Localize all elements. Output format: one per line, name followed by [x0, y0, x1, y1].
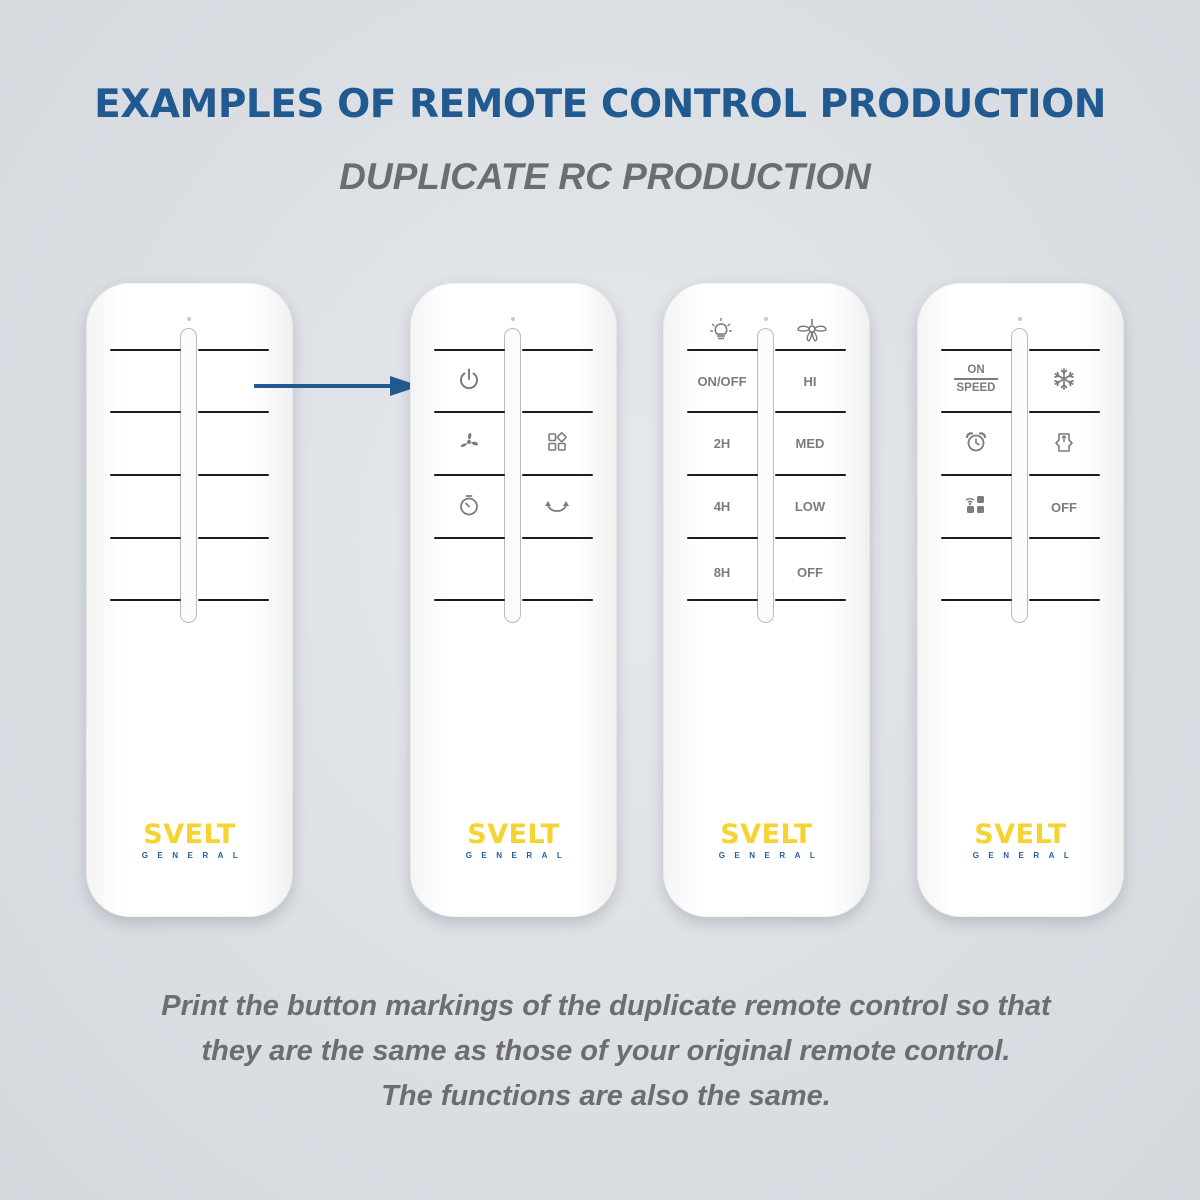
light-icon	[710, 318, 732, 340]
button-divider	[1011, 328, 1028, 623]
alarm-icon	[965, 432, 987, 452]
alarm-button[interactable]	[941, 412, 1011, 472]
page-title: EXAMPLES OF REMOTE CONTROL PRODUCTION	[94, 82, 1106, 127]
logo-tagline: GENERAL	[972, 851, 1079, 860]
mode-button[interactable]	[522, 412, 592, 472]
fan-hi-button[interactable]: HI	[803, 373, 817, 389]
remote-blank: SVELT GENERAL	[86, 283, 293, 917]
led-indicator	[187, 317, 191, 321]
fan-button[interactable]	[434, 412, 504, 472]
logo-name: SVELT	[720, 819, 813, 850]
fan-icon	[460, 433, 478, 448]
led-indicator	[764, 317, 768, 321]
oscillate-icon	[1055, 433, 1073, 452]
led-indicator	[511, 317, 515, 321]
fan-off-button[interactable]: OFF	[797, 564, 823, 580]
led-indicator	[1018, 317, 1022, 321]
footer-text: Print the button markings of the duplica…	[0, 984, 1200, 1119]
brand-logo: SVELT GENERAL	[86, 819, 293, 861]
remote-text: ON/OFF HI 2H MED 4H LOW 8H OFF SVELT GEN…	[663, 283, 870, 917]
blank-button[interactable]	[110, 351, 180, 411]
footer-line-3: The functions are also the same.	[381, 1080, 831, 1112]
logo-tagline: GENERAL	[141, 851, 248, 860]
footer-line-2: they are the same as those of your origi…	[201, 1035, 1011, 1067]
logo-name: SVELT	[974, 819, 1067, 850]
swing-button[interactable]	[522, 475, 592, 535]
swing-icon	[545, 501, 569, 512]
cool-button[interactable]	[1029, 349, 1099, 409]
grid-icon	[548, 432, 567, 451]
speed-label: SPEED	[956, 381, 996, 394]
button-divider	[504, 328, 521, 623]
brand-logo: SVELT GENERAL	[917, 819, 1124, 861]
wifi-grid-icon	[965, 496, 984, 513]
on-label: ON	[967, 364, 985, 377]
fan-blades-icon	[797, 319, 827, 342]
blank-button[interactable]	[522, 349, 592, 409]
remote-icon: SVELT GENERAL	[410, 283, 617, 917]
timer-2h-button[interactable]: 2H	[713, 435, 731, 451]
blank-button[interactable]	[198, 539, 268, 599]
logo-name: SVELT	[143, 819, 236, 850]
wifi-mode-button[interactable]	[941, 475, 1011, 535]
light-on-off-button[interactable]: ON/OFF	[697, 373, 747, 389]
button-divider	[757, 328, 774, 623]
oscillate-button[interactable]	[1029, 412, 1099, 472]
logo-name: SVELT	[467, 819, 560, 850]
brand-logo: SVELT GENERAL	[410, 819, 617, 861]
arrow-right-icon	[254, 376, 420, 396]
on-speed-button[interactable]: ON SPEED	[941, 349, 1011, 409]
blank-button[interactable]	[110, 476, 180, 536]
blank-button[interactable]	[941, 538, 1011, 598]
blank-button[interactable]	[1029, 538, 1099, 598]
blank-button[interactable]	[110, 539, 180, 599]
power-button[interactable]	[434, 349, 504, 409]
off-button[interactable]: OFF	[1051, 499, 1077, 515]
power-icon	[460, 368, 478, 390]
fan-low-button[interactable]: LOW	[794, 498, 826, 514]
logo-tagline: GENERAL	[718, 851, 825, 860]
remote-mixed: ON SPEED	[917, 283, 1124, 917]
timer-4h-button[interactable]: 4H	[713, 498, 731, 514]
brand-logo: SVELT GENERAL	[663, 819, 870, 861]
button-divider	[180, 328, 197, 623]
timer-8h-button[interactable]: 8H	[713, 564, 731, 580]
blank-button[interactable]	[198, 413, 268, 473]
logo-tagline: GENERAL	[465, 851, 572, 860]
timer-button[interactable]	[434, 475, 504, 535]
blank-button[interactable]	[110, 413, 180, 473]
fan-med-button[interactable]: MED	[795, 435, 825, 451]
footer-line-1: Print the button markings of the duplica…	[161, 990, 1051, 1022]
timer-icon	[460, 495, 478, 516]
blank-button[interactable]	[198, 476, 268, 536]
page-subtitle: DUPLICATE RC PRODUCTION	[339, 156, 871, 197]
blank-button[interactable]	[434, 538, 504, 598]
snowflake-icon	[1054, 368, 1074, 390]
blank-button[interactable]	[522, 538, 592, 598]
